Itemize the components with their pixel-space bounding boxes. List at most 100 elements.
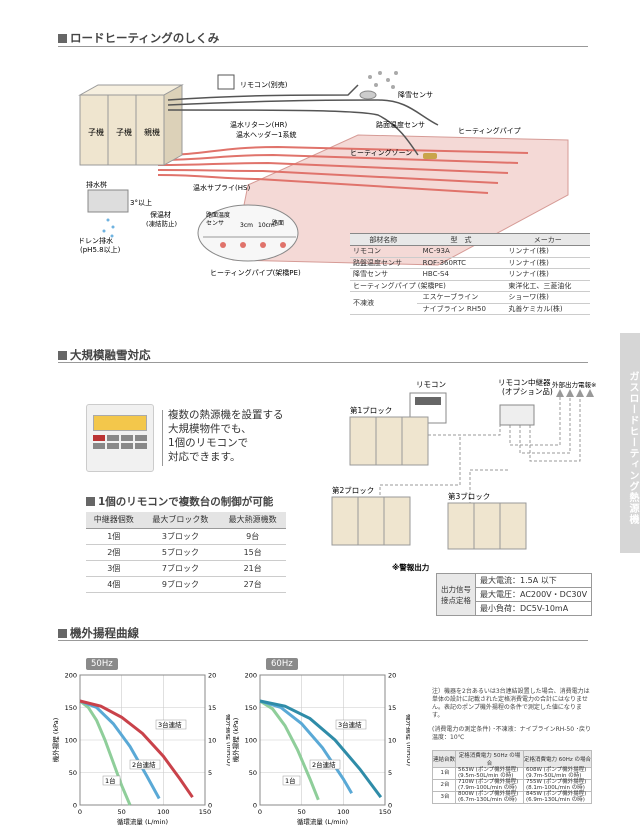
section-title: 機外揚程曲線: [70, 626, 139, 640]
note-condition: (消費電力の測定条件) ･不凍液：ナイブラインRH-50 ･戻り温度：10℃: [432, 726, 591, 741]
heading-square-icon: [58, 628, 67, 638]
remote-controller-image: [86, 404, 154, 472]
y2-tick-label: 0: [208, 802, 212, 810]
hot-return-label: 温水リターン(HR): [230, 120, 288, 129]
series-label: 1台: [285, 776, 296, 785]
x-tick-label: 150: [199, 808, 211, 816]
remote-icon: [217, 74, 235, 90]
series-label: 1台: [105, 776, 116, 785]
series-label-box: [155, 719, 187, 730]
remote-label: リモコン(別売): [240, 80, 288, 89]
block1-label: 第1ブロック: [350, 405, 392, 415]
dim-10cm: 10cm: [258, 222, 275, 229]
series-label: 2台連結: [312, 760, 336, 769]
chart-tag-50hz: 50Hz: [86, 658, 118, 670]
x-tick-label: 0: [78, 808, 82, 816]
x-tick-label: 100: [337, 808, 349, 816]
side-category-tab: ガスロードヒーティング熱源機: [620, 333, 640, 553]
heading-square-icon: [58, 33, 67, 43]
relay-icon: [499, 404, 535, 426]
slope-label: 3°以上: [130, 198, 152, 207]
dim-3cm: 3cm: [240, 222, 253, 229]
block2-label: 第2ブロック: [332, 485, 374, 495]
y2-tick-label: 20: [388, 672, 396, 680]
x-tick-label: 50: [118, 808, 126, 816]
series-label-box: [282, 775, 301, 786]
series-line-2: [79, 699, 194, 799]
section-title: ロードヒーティングのしくみ: [70, 31, 220, 45]
heat-source-units: [78, 84, 184, 166]
y-tick-label: 150: [245, 704, 257, 712]
y2-tick-label: 10: [388, 737, 396, 745]
series-label: 3台連結: [158, 720, 182, 729]
unit-label-2: 親機: [144, 127, 160, 137]
heading-square-icon: [86, 497, 95, 506]
section-rule: [58, 640, 588, 641]
header-label: 温水ヘッダー1系統: [236, 130, 296, 139]
y-tick-label: 100: [65, 737, 77, 745]
series-label-box: [309, 759, 341, 770]
block-remote-label: リモコン: [416, 380, 446, 389]
y-tick-label: 200: [245, 672, 257, 680]
spec-header: メーカー: [505, 233, 590, 246]
series-line-0: [79, 699, 132, 806]
external-output-label: 外部出力電報※: [552, 380, 596, 389]
y-tick-label: 150: [65, 704, 77, 712]
series-label-box: [335, 719, 367, 730]
spec-header: 型 式: [416, 233, 506, 246]
section-title: 大規模融雪対応: [70, 348, 151, 362]
series-label-box: [129, 759, 161, 770]
y-tick-label: 0: [253, 802, 257, 810]
block3-label: 第3ブロック: [448, 491, 490, 501]
road-sensor-icon: [423, 153, 437, 159]
large-scale-description: 複数の熱源機を設置する 大規模物件でも、 1個のリモコンで 対応できます。: [168, 409, 284, 463]
y-axis-label: 機外揚程 (kPa): [51, 718, 60, 763]
x-axis-label: 循環流量 (L/min): [117, 817, 168, 826]
cross-road-label: 路面: [272, 219, 284, 227]
measurement-note: 注）機器を2台あるいは3台連結設置した場合、消費電力は単体の設計に記載された定格…: [432, 688, 592, 742]
snow-icon: [368, 71, 398, 89]
snow-sensor-icon: [359, 90, 377, 100]
drain-pit-icon: [87, 189, 129, 213]
y2-tick-label: 0: [388, 802, 392, 810]
x-axis-label: 循環流量 (L/min): [297, 817, 348, 826]
table-row: ヒーティングパイプ (架橋PE)東洋化工、三菱油化: [350, 280, 590, 292]
y-axis-label: 機外揚程 (kPa): [231, 718, 240, 763]
output-label: 出力信号接点定格: [436, 573, 476, 616]
series-line-1: [259, 699, 353, 795]
y2-tick-label: 20: [208, 672, 216, 680]
x-tick-label: 100: [157, 808, 169, 816]
y2-tick-label: 5: [208, 769, 212, 777]
unit-label-1: 子機: [116, 127, 132, 137]
road-heating-diagram: 子機 子機 親機 リモコン(別売) 降雪センサ 路面温度センサ ヒーティングパイ…: [78, 71, 569, 277]
section-heading-large-scale: 大規模融雪対応: [58, 347, 151, 363]
section-heading-pump-curve: 機外揚程曲線: [58, 625, 139, 641]
cross-sensor-label-sub: センサ: [206, 220, 224, 227]
drain-pit-label: 排水桝: [86, 180, 107, 189]
section-rule: [58, 362, 588, 363]
drain-water-icon: [102, 218, 115, 238]
x-tick-label: 0: [258, 808, 262, 816]
y2-tick-label: 15: [388, 704, 396, 712]
output-rating-table: 出力信号接点定格最大電流：1.5A 以下 最大電圧：AC200V・DC30V 最…: [436, 573, 593, 616]
series-label: 3台連結: [338, 720, 362, 729]
block1-units: [349, 416, 429, 466]
series-line-2: [259, 699, 383, 799]
y2-tick-label: 15: [208, 704, 216, 712]
drain-label: ドレン排水: [78, 236, 113, 245]
cross-sensor-label: 路面温度: [206, 211, 230, 219]
heating-pipe-label: ヒーティングパイプ: [458, 126, 521, 135]
y2-tick-label: 10: [208, 737, 216, 745]
